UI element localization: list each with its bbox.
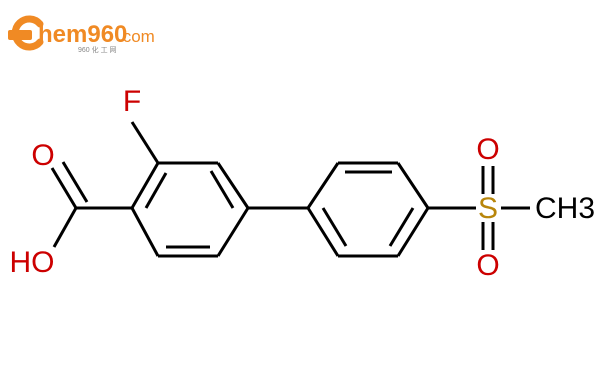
- atom-labels: F O HO S O O CH3: [10, 85, 596, 282]
- bond-ring2-inner-b: [388, 207, 415, 247]
- bond-ring1-c6-c1: [130, 207, 160, 257]
- atom-fluorine: F: [123, 85, 141, 118]
- bond-ring1-c4-c5: [216, 207, 250, 257]
- bond-ring1-inner-b: [209, 170, 235, 209]
- bond-ring2-c6-c1: [306, 207, 340, 257]
- atom-sulfonyl-oxygen-bottom: O: [476, 249, 499, 282]
- bond-ring2-c3-c4: [396, 162, 430, 209]
- bond-c-double-o-a: [50, 167, 78, 209]
- bond-ring2-c1-c2: [306, 162, 340, 209]
- bond-ring1-inner-a: [144, 172, 168, 209]
- bond-ring2-c4-c5: [396, 207, 430, 257]
- bonds: [50, 121, 530, 258]
- logo-subtitle: 960 化 工 网: [78, 45, 117, 54]
- bond-c-f: [130, 121, 160, 164]
- bond-ring1-c3-c4: [216, 162, 250, 209]
- bond-c-double-o-b: [61, 161, 89, 203]
- chem960-logo: hem960 .com 960 化 工 网: [8, 15, 155, 54]
- atom-methyl: CH3: [535, 192, 595, 225]
- logo-text: hem960: [38, 21, 127, 48]
- atom-hydroxyl: HO: [10, 246, 55, 279]
- bond-ring1-c1-c2: [130, 162, 160, 209]
- logo-c-icon: [8, 15, 44, 51]
- bond-c-oh: [52, 207, 78, 248]
- bond-ring2-inner-c: [321, 207, 348, 247]
- atom-sulfonyl-oxygen-top: O: [476, 133, 499, 166]
- atom-carbonyl-oxygen: O: [31, 139, 54, 172]
- atom-sulfur: S: [478, 192, 498, 225]
- logo-domain: .com: [118, 27, 155, 46]
